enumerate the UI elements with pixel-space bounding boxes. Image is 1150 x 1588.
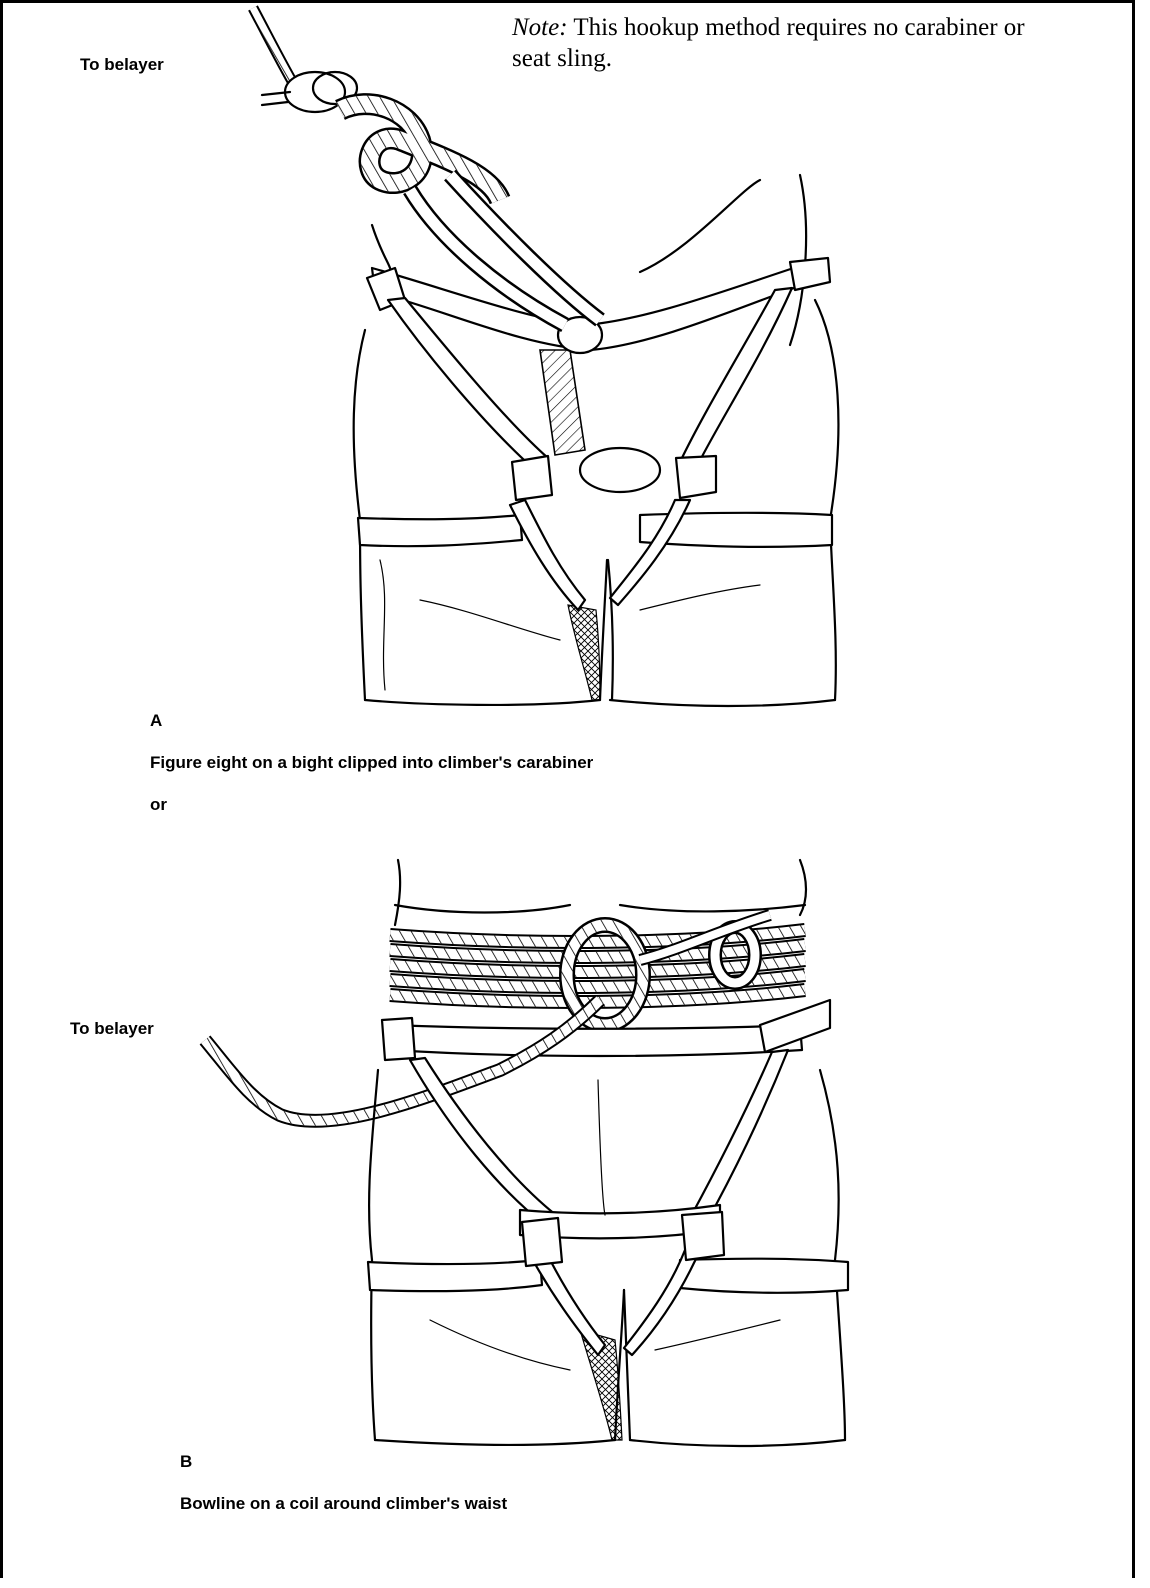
figure-b-illustration [205, 860, 848, 1446]
rope-coils [390, 930, 805, 1002]
figure-a-illustration [253, 8, 838, 706]
